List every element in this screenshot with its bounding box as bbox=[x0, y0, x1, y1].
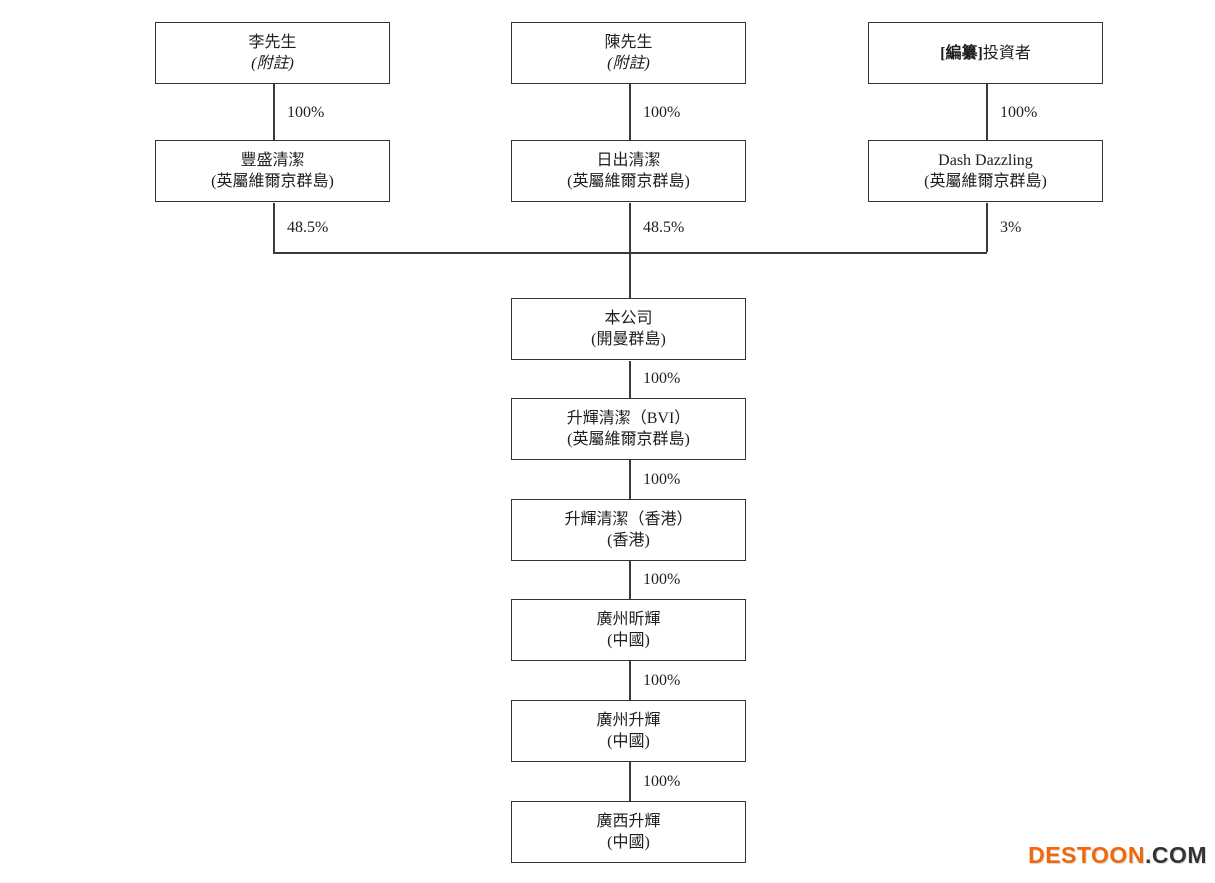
connector-line-gzsh-gxsh bbox=[629, 762, 631, 801]
node-company-title: 本公司 bbox=[604, 310, 653, 327]
connector-line-merge-horizontal bbox=[273, 252, 987, 254]
node-richu-jurisdiction: (英屬維爾京群島) bbox=[567, 173, 690, 190]
edge-label-hk-gzxh: 100% bbox=[643, 571, 681, 588]
connector-line-li-fengsheng bbox=[273, 84, 275, 140]
redacted-tag: [編纂] bbox=[940, 44, 983, 62]
node-guangzhou-shenghui-jurisdiction: (中國) bbox=[607, 733, 650, 750]
connector-line-investor-dash bbox=[986, 84, 988, 140]
node-mr-li-title: 李先生 bbox=[248, 34, 297, 51]
connector-line-company-bvi bbox=[629, 361, 631, 398]
node-investor: [編纂]投資者 bbox=[868, 22, 1103, 84]
node-shenghui-bvi-jurisdiction: (英屬維爾京群島) bbox=[567, 431, 690, 448]
node-mr-chan-title: 陳先生 bbox=[604, 34, 653, 51]
edge-label-dash-company: 3% bbox=[1000, 219, 1022, 236]
node-company-jurisdiction: (開曼群島) bbox=[591, 331, 666, 348]
edge-label-bvi-hk: 100% bbox=[643, 471, 681, 488]
node-shenghui-hk-jurisdiction: (香港) bbox=[607, 532, 650, 549]
connector-line-richu-company bbox=[629, 203, 631, 298]
investor-label: 投資者 bbox=[982, 44, 1031, 62]
node-richu: 日出清潔 (英屬維爾京群島) bbox=[511, 140, 746, 202]
node-shenghui-hk: 升輝清潔（香港） (香港) bbox=[511, 499, 746, 561]
connector-line-bvi-hk bbox=[629, 460, 631, 499]
watermark: DESTOON.COM bbox=[1028, 842, 1207, 869]
connector-line-hk-gzxh bbox=[629, 561, 631, 599]
node-mr-li: 李先生 (附註) bbox=[155, 22, 390, 84]
edge-label-gzxh-gzsh: 100% bbox=[643, 672, 681, 689]
node-guangxi-shenghui-jurisdiction: (中國) bbox=[607, 834, 650, 851]
node-guangzhou-shenghui: 廣州升輝 (中國) bbox=[511, 700, 746, 762]
node-fengsheng: 豐盛清潔 (英屬維爾京群島) bbox=[155, 140, 390, 202]
connector-line-dash-merge bbox=[986, 203, 988, 252]
edge-label-richu-company: 48.5% bbox=[643, 219, 685, 236]
node-shenghui-hk-title: 升輝清潔（香港） bbox=[564, 511, 693, 528]
connector-line-chan-richu bbox=[629, 84, 631, 140]
node-shenghui-bvi-title: 升輝清潔（BVI） bbox=[566, 410, 691, 427]
node-guangxi-shenghui-title: 廣西升輝 bbox=[596, 813, 661, 830]
node-guangzhou-xinhui: 廣州昕輝 (中國) bbox=[511, 599, 746, 661]
node-investor-title: [編纂]投資者 bbox=[940, 43, 1031, 64]
connector-line-fengsheng-merge bbox=[273, 203, 275, 252]
watermark-suffix: .COM bbox=[1144, 842, 1207, 868]
node-guangzhou-xinhui-title: 廣州昕輝 bbox=[596, 611, 661, 628]
connector-line-gzxh-gzsh bbox=[629, 661, 631, 700]
node-dash-dazzling-jurisdiction: (英屬維爾京群島) bbox=[924, 173, 1047, 190]
watermark-brand: DESTOON bbox=[1028, 842, 1145, 868]
node-richu-title: 日出清潔 bbox=[596, 152, 661, 169]
node-dash-dazzling: Dash Dazzling (英屬維爾京群島) bbox=[868, 140, 1103, 202]
node-shenghui-bvi: 升輝清潔（BVI） (英屬維爾京群島) bbox=[511, 398, 746, 460]
edge-label-investor-dash: 100% bbox=[1000, 104, 1038, 121]
edge-label-chan-richu: 100% bbox=[643, 104, 681, 121]
node-fengsheng-title: 豐盛清潔 bbox=[240, 152, 305, 169]
node-fengsheng-jurisdiction: (英屬維爾京群島) bbox=[211, 173, 334, 190]
node-guangzhou-xinhui-jurisdiction: (中國) bbox=[607, 632, 650, 649]
node-dash-dazzling-title: Dash Dazzling bbox=[938, 152, 1033, 169]
node-mr-li-note: (附註) bbox=[251, 55, 294, 72]
node-company: 本公司 (開曼群島) bbox=[511, 298, 746, 360]
edge-label-li-fengsheng: 100% bbox=[287, 104, 325, 121]
edge-label-fengsheng-company: 48.5% bbox=[287, 219, 329, 236]
node-mr-chan: 陳先生 (附註) bbox=[511, 22, 746, 84]
node-guangxi-shenghui: 廣西升輝 (中國) bbox=[511, 801, 746, 863]
node-guangzhou-shenghui-title: 廣州升輝 bbox=[596, 712, 661, 729]
edge-label-company-bvi: 100% bbox=[643, 370, 681, 387]
edge-label-gzsh-gxsh: 100% bbox=[643, 773, 681, 790]
node-mr-chan-note: (附註) bbox=[607, 55, 650, 72]
